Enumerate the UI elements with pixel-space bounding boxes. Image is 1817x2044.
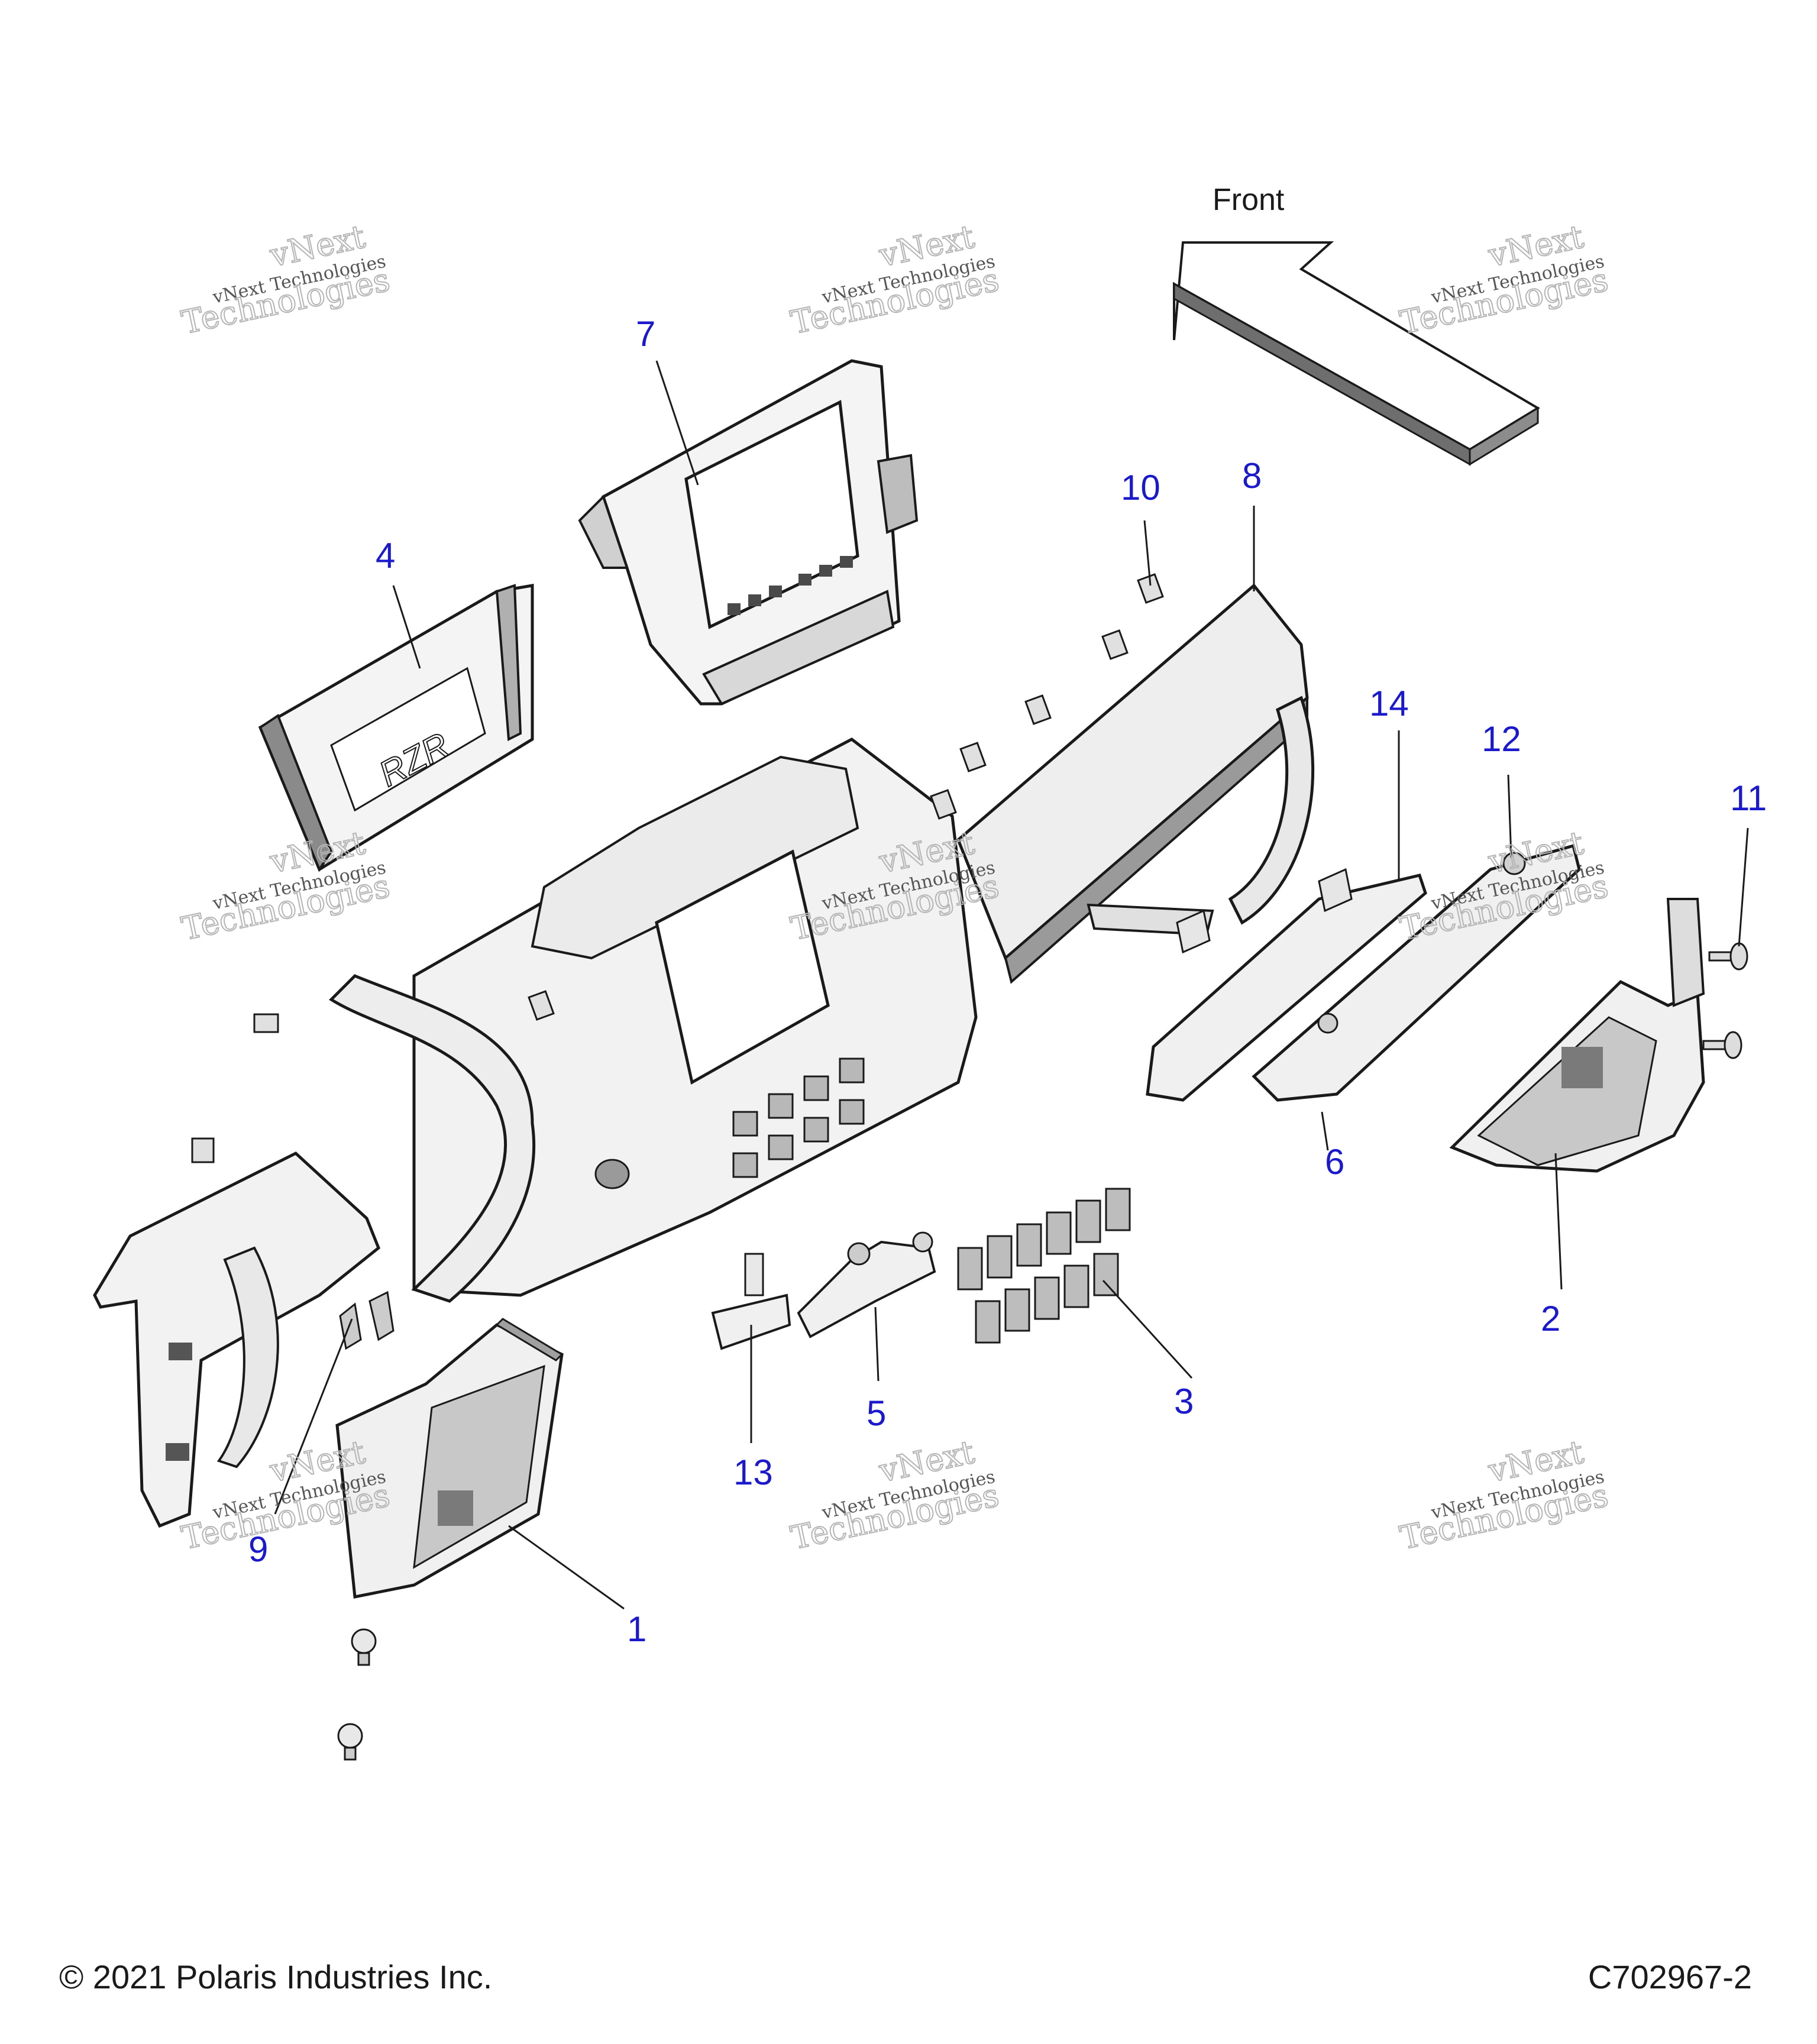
watermark-3: vNext vNext Technologies Technologies xyxy=(1396,217,1612,342)
part-1-left-lower-panel xyxy=(335,1318,564,1599)
part-2-right-lower-panel xyxy=(1449,898,1705,1173)
callout-9: 9 xyxy=(248,1529,268,1569)
callout-4: 4 xyxy=(376,536,395,575)
part-11-screws xyxy=(1702,942,1748,1059)
copyright-text: © 2021 Polaris Industries Inc. xyxy=(59,1958,493,1996)
diagram-id: C702967-2 xyxy=(1588,1958,1752,1996)
part-14-rail xyxy=(1146,868,1427,1102)
callout-7: 7 xyxy=(636,314,655,354)
callout-labels: 7 4 10 8 14 12 11 6 2 3 5 13 1 9 xyxy=(248,314,1767,1649)
callout-13: 13 xyxy=(733,1453,773,1492)
part-5-bracket xyxy=(797,1231,936,1338)
watermark-9: vNext vNext Technologies Technologies xyxy=(1396,1432,1612,1557)
watermark-8: vNext vNext Technologies Technologies xyxy=(787,1432,1003,1557)
screws-left xyxy=(337,1628,377,1761)
part-4-cover-panel: RZR xyxy=(258,584,534,872)
callout-8: 8 xyxy=(1242,456,1262,496)
watermark-4: vNext vNext Technologies Technologies xyxy=(178,823,394,948)
part-9-left-bracket xyxy=(93,1151,395,1528)
callout-6: 6 xyxy=(1325,1142,1344,1182)
part-6-rail xyxy=(1252,843,1581,1102)
watermark-1: vNext vNext Technologies Technologies xyxy=(178,217,394,342)
front-arrow xyxy=(1173,241,1540,466)
callout-2: 2 xyxy=(1541,1299,1560,1338)
part-13-clip xyxy=(711,1253,791,1350)
callout-12: 12 xyxy=(1482,719,1521,759)
part-3-switch-blanks xyxy=(957,1188,1131,1344)
callout-10: 10 xyxy=(1121,468,1160,507)
part-8-dash-frame xyxy=(191,573,1315,1303)
callout-14: 14 xyxy=(1369,684,1409,723)
callout-5: 5 xyxy=(867,1393,886,1433)
watermark-2: vNext vNext Technologies Technologies xyxy=(787,217,1003,342)
front-label: Front xyxy=(1213,183,1285,217)
callout-1: 1 xyxy=(627,1609,646,1649)
callout-3: 3 xyxy=(1174,1382,1194,1421)
callout-11: 11 xyxy=(1730,778,1767,818)
leader-lines xyxy=(274,360,1749,1610)
part-7-display-bezel xyxy=(578,359,919,706)
